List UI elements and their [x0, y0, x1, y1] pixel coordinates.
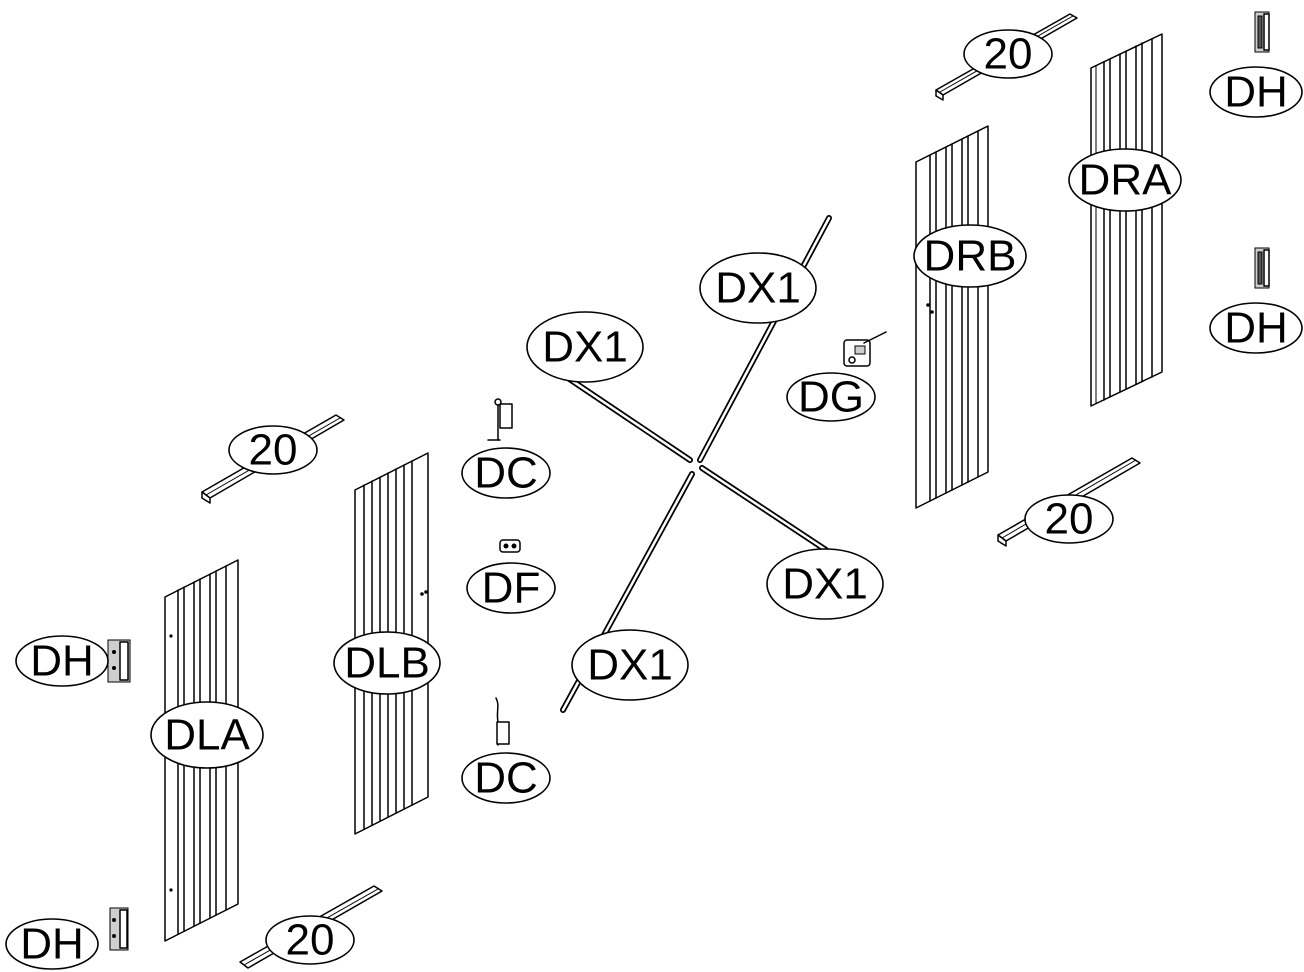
svg-text:20: 20 — [1045, 495, 1094, 544]
hinge-right-mid — [1254, 247, 1270, 289]
svg-text:DF: DF — [482, 564, 541, 613]
hinge-top-right — [1254, 11, 1270, 53]
svg-text:DH: DH — [20, 920, 84, 969]
svg-text:20: 20 — [249, 426, 298, 475]
svg-text:DG: DG — [798, 373, 864, 422]
svg-text:DH: DH — [1224, 304, 1288, 353]
label-hinge-left-mid: DH — [15, 635, 109, 687]
label-panel-drb: DRB — [913, 224, 1027, 288]
svg-text:DX1: DX1 — [587, 641, 673, 690]
svg-text:DC: DC — [474, 449, 538, 498]
label-latch-df: DF — [466, 562, 556, 614]
svg-text:20: 20 — [286, 916, 335, 965]
svg-text:DLB: DLB — [344, 639, 430, 688]
svg-text:20: 20 — [984, 30, 1033, 79]
latch-dc-top-hardware — [487, 398, 513, 441]
svg-text:DLA: DLA — [164, 711, 250, 760]
label-panel-dra: DRA — [1068, 148, 1182, 212]
panel-dra — [1090, 33, 1163, 407]
label-brace-lower-right: DX1 — [766, 548, 884, 620]
label-rail-right-lower: 20 — [1024, 494, 1114, 544]
latch-dg-hardware — [843, 331, 887, 367]
brace-short — [553, 367, 829, 553]
hinge-left-mid — [107, 639, 131, 683]
label-latch-dg: DG — [786, 372, 876, 422]
label-rail-bottom: 20 — [265, 915, 355, 965]
label-hinge-bottom-left: DH — [5, 918, 99, 970]
label-panel-dlb: DLB — [333, 631, 441, 695]
label-rail-left-upper: 20 — [228, 425, 318, 475]
svg-text:DX1: DX1 — [542, 323, 628, 372]
latch-dc-bottom-hardware — [495, 697, 510, 746]
label-hinge-top-right: DH — [1209, 66, 1303, 118]
svg-text:DH: DH — [1224, 68, 1288, 117]
svg-text:DRB: DRB — [924, 232, 1017, 281]
panel-drb — [915, 125, 989, 509]
label-brace-upper-right: DX1 — [699, 252, 817, 324]
label-panel-dla: DLA — [150, 701, 264, 769]
label-rail-top-right: 20 — [963, 29, 1053, 79]
latch-df-hardware — [499, 539, 521, 553]
hinge-bottom-left — [109, 907, 129, 951]
svg-text:DX1: DX1 — [782, 560, 868, 609]
svg-text:DX1: DX1 — [715, 264, 801, 313]
label-hinge-right-mid: DH — [1209, 302, 1303, 354]
svg-text:DC: DC — [474, 754, 538, 803]
label-brace-lower-left: DX1 — [571, 629, 689, 701]
label-latch-dc-top: DC — [461, 447, 551, 499]
label-latch-dc-bottom: DC — [461, 752, 551, 804]
svg-text:DRA: DRA — [1079, 156, 1173, 205]
svg-text:DH: DH — [30, 637, 94, 686]
label-brace-upper-left: DX1 — [526, 311, 644, 383]
